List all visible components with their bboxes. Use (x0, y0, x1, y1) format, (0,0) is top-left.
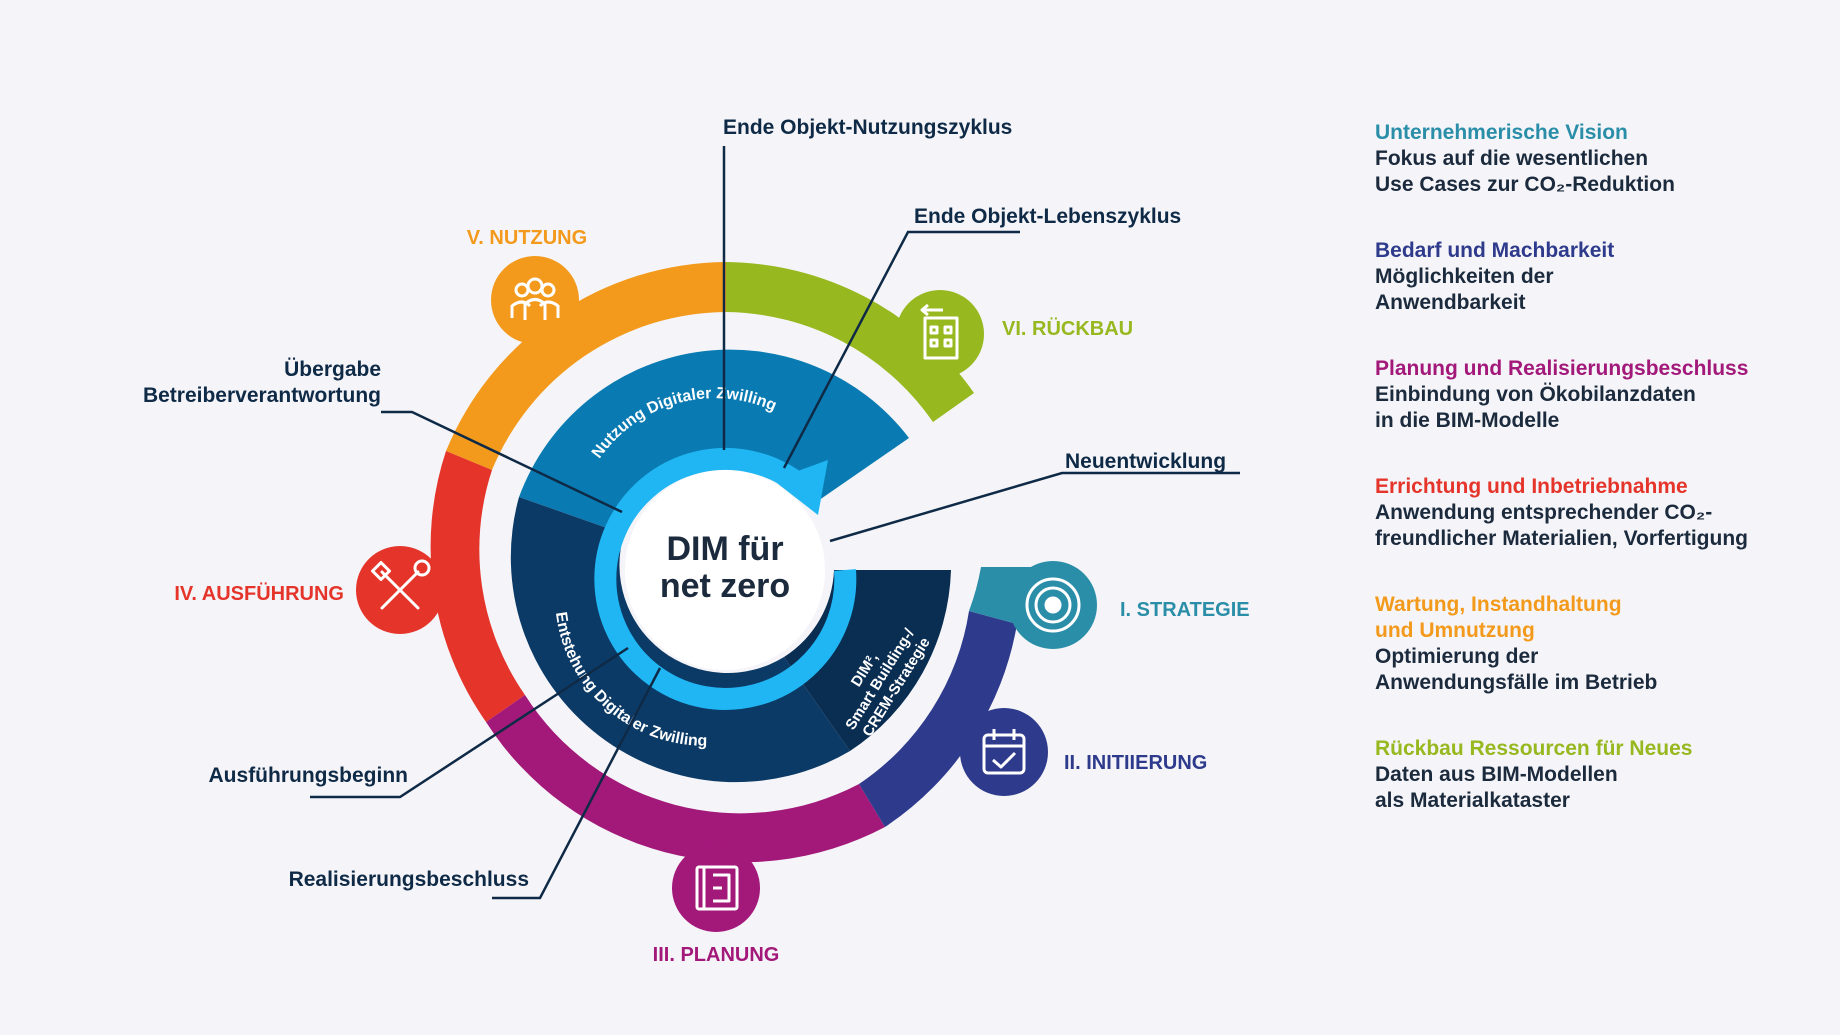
legend-title: Errichtung und Inbetriebnahme (1375, 475, 1688, 498)
phase-label-rueckbau: VI. RÜCKBAU (1002, 317, 1133, 340)
blueprint-icon (695, 865, 739, 911)
ring-segment-nutzung (446, 262, 726, 470)
phase-node-initiierung (960, 708, 1048, 796)
callout-line-ende-leben (782, 230, 1020, 469)
center-title-line1: DIM für (666, 530, 783, 568)
phase-label-nutzung: V. NUTZUNG (467, 227, 587, 249)
callout-line-neuentwicklung (829, 471, 1240, 543)
phase-node-nutzung (491, 256, 579, 344)
phase-label-initiierung: II. INITIIERUNG (1064, 752, 1207, 774)
legend-text: Fokus auf die wesentlichen Use Cases zur… (1375, 147, 1675, 196)
ring-segment-initiierung (859, 611, 1017, 827)
legend-title: Bedarf und Machbarkeit (1375, 239, 1615, 262)
callout-uebergabe-line1: Übergabe (284, 358, 381, 381)
center-cycle-arrow (594, 447, 857, 710)
legend-title: Planung und Realisierungsbeschluss (1375, 357, 1749, 380)
ring-segment-ausfuehrung (430, 451, 525, 722)
calendar-check-icon (982, 729, 1026, 775)
lifecycle-diagram: Nutzung Digitaler Zwilling Entstehung Di… (143, 116, 1250, 966)
callout-line-realisierung (492, 667, 662, 900)
phase-node-planung (672, 844, 760, 932)
phase-label-planung: III. PLANUNG (653, 944, 780, 966)
callout-neuentwicklung: Neuentwicklung (1065, 450, 1226, 473)
building-icon (920, 303, 959, 360)
phase-label-ausfuehrung: IV. AUSFÜHRUNG (174, 582, 344, 605)
legend-text: Daten aus BIM-Modellen als Materialkatas… (1375, 763, 1618, 812)
legend-text: Einbindung von Ökobilanzdaten in die BIM… (1375, 383, 1696, 432)
legend-title: Unternehmerische Vision (1375, 121, 1628, 144)
callout-ende-leben: Ende Objekt-Lebenszyklus (914, 205, 1181, 228)
center-title-line2: net zero (660, 567, 790, 605)
center-circle (625, 470, 825, 670)
legend-title: Rückbau Ressourcen für Neues (1375, 737, 1693, 760)
callout-uebergabe-line2: Betreiberverantwortung (143, 384, 381, 407)
callout-line-uebergabe (381, 410, 623, 514)
target-icon (1025, 577, 1081, 633)
inner-ring-strategy (784, 570, 951, 751)
callout-line-ausfuehrungsbeginn (310, 646, 629, 799)
ring-segment-planung (486, 695, 885, 863)
phase-node-rueckbau (896, 290, 984, 378)
center-arrow-head (773, 460, 828, 515)
legend-text: Optimierung der Anwendungsfälle im Betri… (1375, 645, 1658, 694)
callout-lines (310, 146, 1240, 900)
callout-ausfuehrungsbeginn: Ausführungsbeginn (209, 764, 408, 787)
legend-text: Anwendung entsprechender CO₂- freundlich… (1375, 501, 1748, 550)
phase-node-ausfuehrung (356, 546, 444, 634)
callout-realisierung: Realisierungsbeschluss (289, 868, 529, 891)
phase-node-strategie (1009, 561, 1097, 649)
phase-label-strategie: I. STRATEGIE (1120, 599, 1250, 621)
tools-icon (371, 559, 431, 610)
people-icon (510, 277, 560, 320)
callout-ende-nutzung: Ende Objekt-Nutzungszyklus (723, 116, 1012, 139)
legend-title: Wartung, Instandhaltung und Umnutzung (1375, 593, 1622, 642)
legend-text: Möglichkeiten der Anwendbarkeit (1375, 265, 1554, 314)
